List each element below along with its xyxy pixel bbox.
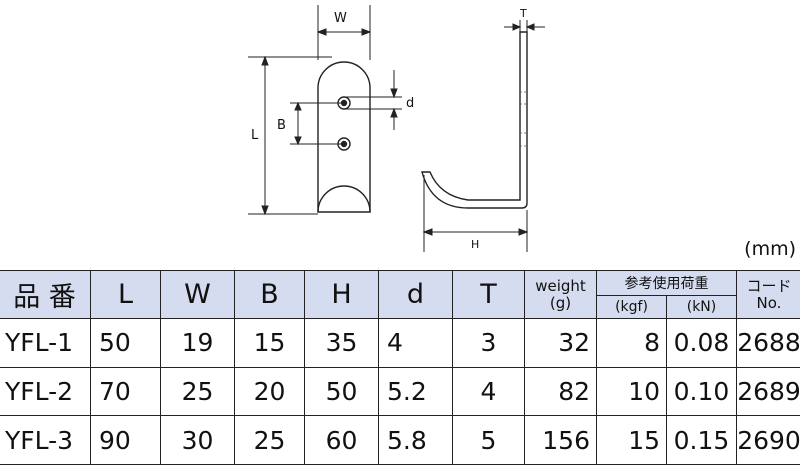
cell-h: 60 bbox=[304, 415, 379, 465]
b-dimension bbox=[290, 101, 344, 146]
hook-technical-drawing: W L B d bbox=[248, 5, 545, 252]
cell-model: YFL-3 bbox=[0, 415, 91, 465]
t-dimension bbox=[504, 20, 545, 32]
cell-model: YFL-1 bbox=[0, 318, 91, 368]
cell-d: 4 bbox=[378, 318, 453, 368]
cell-t: 3 bbox=[452, 318, 525, 368]
header-d: d bbox=[378, 270, 453, 319]
cell-h: 50 bbox=[304, 366, 379, 417]
cell-d: 5.8 bbox=[378, 415, 453, 465]
header-kn: (kN) bbox=[666, 295, 737, 319]
cell-kn: 0.15 bbox=[666, 415, 737, 465]
w-dimension bbox=[316, 5, 372, 60]
cell-kgf: 8 bbox=[596, 318, 667, 368]
cell-weight: 156 bbox=[524, 415, 597, 465]
header-t: T bbox=[452, 270, 525, 319]
header-code: コード No. bbox=[736, 270, 800, 319]
header-b: B bbox=[234, 270, 305, 319]
t-label: T bbox=[519, 7, 527, 20]
header-w: W bbox=[160, 270, 235, 319]
cell-l: 50 bbox=[90, 318, 161, 368]
cell-code: 2688 bbox=[736, 318, 800, 368]
cell-kn: 0.10 bbox=[666, 366, 737, 417]
cell-b: 25 bbox=[234, 415, 305, 465]
l-label: L bbox=[251, 128, 259, 143]
table-row: YFL-1 50 19 15 35 4 3 32 8 0.08 2688 bbox=[0, 318, 800, 368]
cell-model: YFL-2 bbox=[0, 366, 91, 417]
h-dimension bbox=[422, 175, 529, 252]
spec-table: 品 番 L W B H d T weight (g) 参考使用荷重 コード No… bbox=[0, 270, 800, 465]
cell-w: 25 bbox=[160, 366, 235, 417]
hook-profile bbox=[421, 31, 528, 209]
cell-h: 35 bbox=[304, 318, 379, 368]
cell-l: 90 bbox=[90, 415, 161, 465]
cell-b: 20 bbox=[234, 366, 305, 417]
header-model: 品 番 bbox=[0, 270, 91, 319]
cell-b: 15 bbox=[234, 318, 305, 368]
front-view bbox=[317, 61, 371, 213]
header-l: L bbox=[90, 270, 161, 319]
cell-t: 4 bbox=[452, 366, 525, 417]
header-load: 参考使用荷重 bbox=[596, 270, 737, 296]
cell-d: 5.2 bbox=[378, 366, 453, 417]
cell-l: 70 bbox=[90, 366, 161, 417]
header-kgf: (kgf) bbox=[596, 295, 667, 319]
header-weight-unit: (g) bbox=[549, 293, 572, 312]
header-h: H bbox=[304, 270, 379, 319]
cell-kgf: 10 bbox=[596, 366, 667, 417]
side-view bbox=[421, 31, 528, 209]
cell-code: 2690 bbox=[736, 415, 800, 465]
w-label: W bbox=[334, 11, 347, 26]
cell-code: 2689 bbox=[736, 366, 800, 417]
cell-w: 19 bbox=[160, 318, 235, 368]
b-label: B bbox=[277, 118, 286, 133]
cell-kn: 0.08 bbox=[666, 318, 737, 368]
header-code-label: コード bbox=[746, 276, 792, 295]
cell-w: 30 bbox=[160, 415, 235, 465]
cell-t: 5 bbox=[452, 415, 525, 465]
d-dimension bbox=[344, 70, 402, 130]
header-code-no: No. bbox=[756, 293, 782, 312]
cell-weight: 82 bbox=[524, 366, 597, 417]
cell-weight: 32 bbox=[524, 318, 597, 368]
l-dimension bbox=[248, 55, 332, 216]
header-weight-label: weight bbox=[535, 276, 586, 295]
plate-outline bbox=[317, 61, 371, 213]
table-row: YFL-3 90 30 25 60 5.8 5 156 15 0.15 2690 bbox=[0, 415, 800, 465]
cell-kgf: 15 bbox=[596, 415, 667, 465]
table-row: YFL-2 70 25 20 50 5.2 4 82 10 0.10 2689 bbox=[0, 366, 800, 417]
plate-bottom-arc bbox=[317, 185, 371, 213]
d-label: d bbox=[406, 96, 414, 111]
unit-label: (mm) bbox=[744, 238, 796, 260]
h-label: H bbox=[471, 238, 479, 251]
header-weight: weight (g) bbox=[524, 270, 597, 319]
side-view-hidden-lines bbox=[520, 91, 527, 147]
